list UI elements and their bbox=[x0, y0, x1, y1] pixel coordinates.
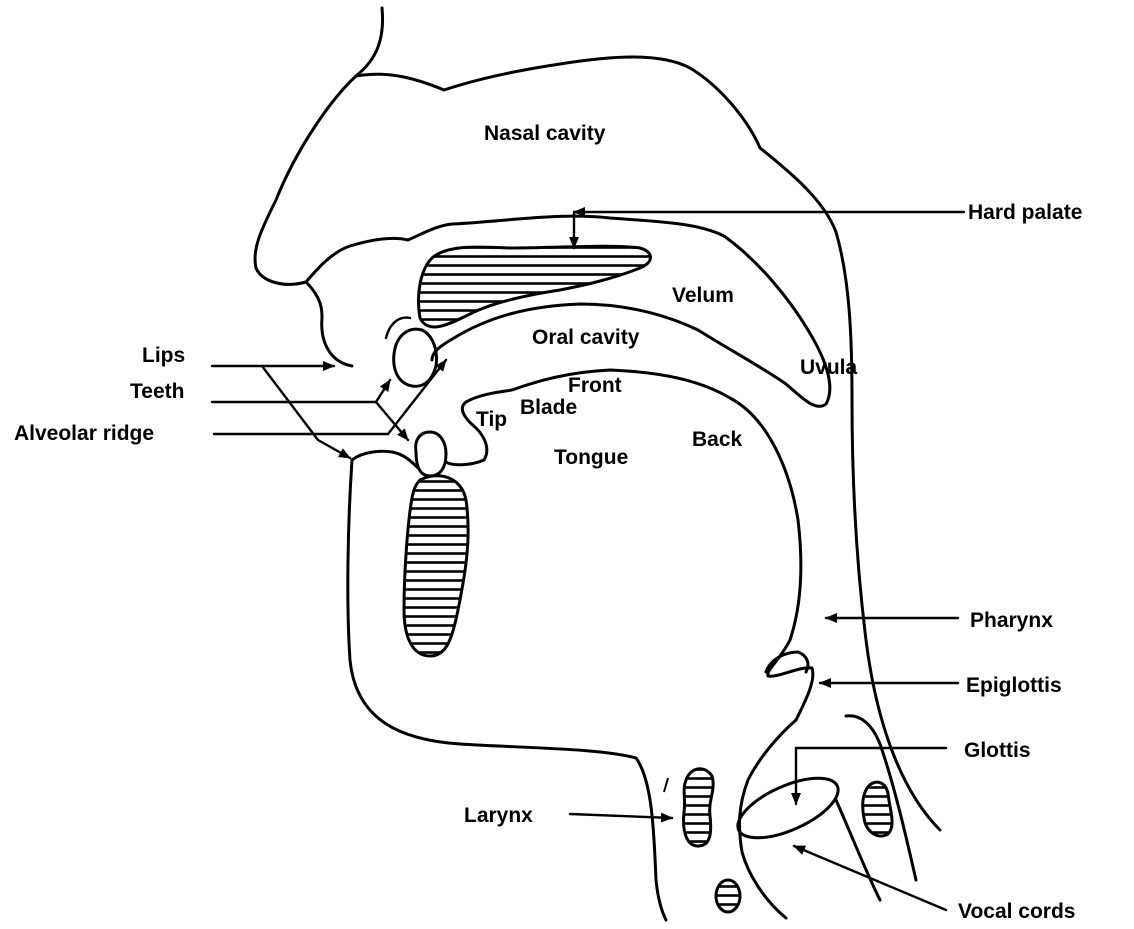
label-front: Front bbox=[568, 374, 622, 397]
thyroid-cartilage bbox=[684, 769, 714, 846]
arrow-teeth-upper bbox=[376, 380, 390, 402]
arrow-vocal-cords bbox=[794, 846, 946, 910]
larynx-tick-mark bbox=[664, 778, 668, 792]
label-alveolar-ridge: Alveolar ridge bbox=[14, 422, 154, 445]
larynx-wall-front bbox=[740, 720, 796, 918]
label-oral-cavity: Oral cavity bbox=[532, 326, 640, 349]
label-uvula: Uvula bbox=[800, 356, 858, 379]
label-back: Back bbox=[692, 428, 743, 451]
lower-jaw-outline bbox=[348, 451, 666, 920]
cricoid-cartilage bbox=[716, 880, 740, 912]
label-nasal-cavity: Nasal cavity bbox=[484, 122, 606, 145]
label-lips: Lips bbox=[142, 344, 185, 367]
arrow-larynx bbox=[570, 814, 672, 818]
arytenoid-cartilage bbox=[863, 782, 892, 836]
upper-tooth bbox=[394, 329, 437, 386]
label-velum: Velum bbox=[672, 284, 734, 307]
face-profile-outline bbox=[255, 8, 383, 366]
mandible-bone bbox=[404, 476, 468, 656]
arrow-lips-lower bbox=[262, 366, 350, 458]
upper-tooth-socket bbox=[386, 318, 410, 338]
label-blade: Blade bbox=[520, 396, 577, 419]
label-tip: Tip bbox=[476, 408, 507, 431]
label-vocal-cords: Vocal cords bbox=[958, 900, 1076, 923]
lower-tooth bbox=[416, 432, 446, 476]
hard-palate-bone bbox=[419, 246, 651, 327]
label-teeth: Teeth bbox=[130, 380, 184, 403]
label-epiglottis: Epiglottis bbox=[966, 674, 1062, 697]
label-tongue: Tongue bbox=[554, 446, 628, 469]
label-glottis: Glottis bbox=[964, 739, 1031, 762]
label-hard-palate: Hard palate bbox=[968, 201, 1082, 224]
label-larynx: Larynx bbox=[464, 804, 533, 827]
label-pharynx: Pharynx bbox=[970, 609, 1053, 632]
